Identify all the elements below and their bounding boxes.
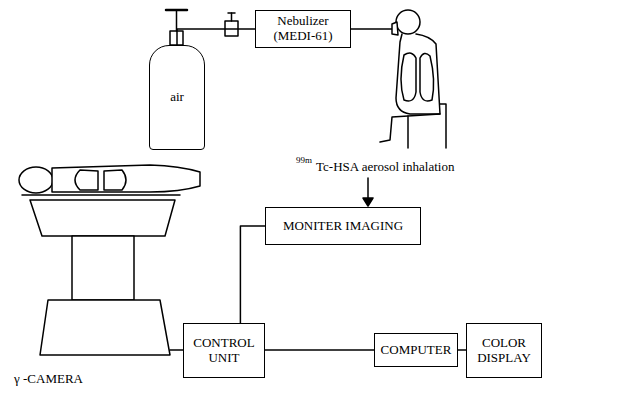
valve-stem [176,10,178,31]
box-text: air [170,90,184,105]
flow-arrowhead [363,198,373,206]
isotope-mass: 99m [296,156,312,166]
connector-line [177,29,255,45]
connector-line [458,349,466,351]
box-text: MONITER IMAGING [283,219,403,234]
connector-line [265,349,374,351]
box-text: COMPUTER [381,343,452,358]
computer-box: COMPUTER [374,333,458,367]
mask-tube [351,28,392,30]
gamma-camera [19,165,200,355]
regulator-stem [231,13,233,21]
seated-patient [380,10,446,148]
connector-line [240,226,265,323]
flow-arrow [367,178,369,199]
box-text: Nebulizer (MEDI-61) [260,14,346,44]
box-text: CONTROL UNIT [188,336,260,366]
air-cylinder: air [149,45,205,150]
valve-handle [166,9,187,12]
monitor-box: MONITER IMAGING [265,207,421,245]
box-text: COLOR DISPLAY [471,336,537,366]
regulator-knob [228,12,235,14]
control-unit-box: CONTROL UNIT [183,323,265,378]
aerosol-caption: Tc-HSA aerosol inhalation [316,160,454,174]
display-box: COLOR DISPLAY [466,323,542,378]
nebulizer-box: Nebulizer (MEDI-61) [255,10,351,48]
camera-label: γ -CAMERA [14,372,83,386]
